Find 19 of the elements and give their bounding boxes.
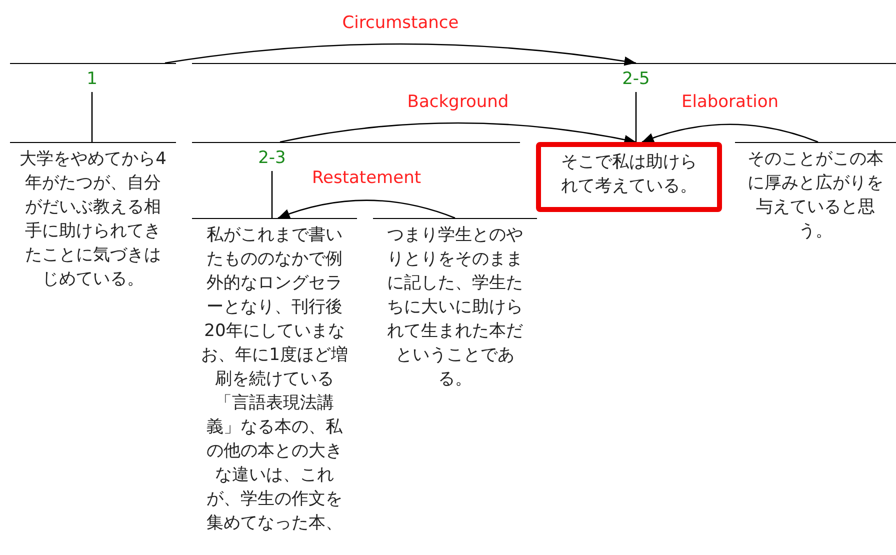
relation-label: Background [407, 91, 509, 113]
relation-arrow [642, 124, 818, 143]
text-segment: 大学をやめてから4年がたつが、自分がだいぶ教える相手に助けられてきたことに気づきはじめている。 [10, 142, 176, 291]
relation-label: Restatement [312, 167, 422, 189]
text-segment: 私がこれまで書いたもののなかで例外的なロングセラーとなり、刊行後20年にしていまなお、年に1度ほど増刷を続けている「言語表現法講義」なる本の、私の他の本との大きな違いは、これが、学生の作文を集めてなった本、 [192, 218, 357, 535]
relation-label: Circumstance [342, 12, 459, 34]
relation-arrow [280, 122, 636, 144]
relation-label: Elaboration [681, 91, 779, 113]
span-number: 2-5 [622, 68, 650, 90]
connector-line [271, 171, 273, 218]
connector-line [635, 92, 637, 142]
relation-arrow [278, 200, 456, 219]
span-number: 1 [86, 68, 98, 90]
text-segment: そのことがこの本に厚みと広がりを与えていると思う。 [735, 142, 896, 243]
span-number: 2-3 [258, 147, 286, 169]
relation-arrow [164, 43, 636, 66]
highlighted-segment: そこで私は助けられて考えている。 [536, 142, 722, 212]
text-segment: つまり学生とのやりとりをそのままに記した、学生たちに大いに助けられて生まれた本だということである。 [373, 218, 537, 391]
connector-line [91, 92, 93, 142]
